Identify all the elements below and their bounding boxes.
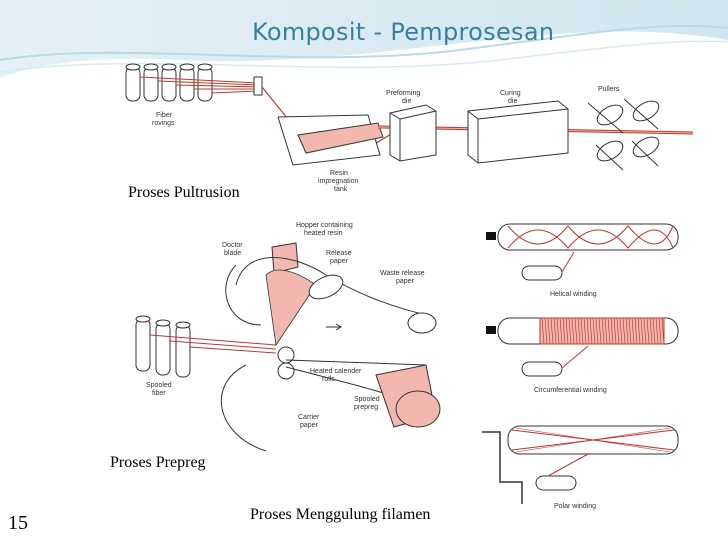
- svg-text:paper: paper: [330, 258, 349, 265]
- caption-prepreg: Proses Prepreg: [110, 454, 206, 471]
- fiber-strands: [139, 76, 259, 94]
- fiber-spools: [125, 63, 213, 102]
- prepreg-diagram: Hopper containing heated resin Doctor bl…: [135, 222, 441, 452]
- release-paper-roll: [308, 274, 437, 334]
- svg-text:Hopper containing: Hopper containing: [296, 222, 353, 229]
- svg-text:tank: tank: [334, 186, 348, 193]
- svg-text:Spooled: Spooled: [146, 382, 172, 389]
- svg-text:rovings: rovings: [152, 120, 175, 127]
- filament-winding-diagram: Helical winding Circumferential winding …: [482, 223, 679, 510]
- svg-text:prepreg: prepreg: [354, 404, 378, 411]
- svg-text:heated resin: heated resin: [304, 230, 343, 237]
- svg-text:fiber: fiber: [152, 390, 166, 397]
- svg-text:Resin: Resin: [330, 170, 348, 177]
- svg-text:Waste release: Waste release: [380, 270, 425, 277]
- svg-text:Release: Release: [326, 250, 352, 257]
- svg-text:Polar winding: Polar winding: [554, 503, 596, 510]
- page-number: 15: [8, 512, 28, 534]
- svg-text:rolls: rolls: [322, 376, 335, 383]
- slide-title: Komposit - Pemprosesan: [252, 18, 555, 46]
- svg-text:Heated calender: Heated calender: [310, 368, 362, 375]
- svg-text:Preforming: Preforming: [386, 90, 420, 97]
- circumferential-winding-figure: [486, 317, 679, 377]
- svg-text:Doctor: Doctor: [222, 242, 243, 249]
- header-swoosh-decoration: [0, 0, 728, 78]
- svg-text:die: die: [508, 98, 517, 105]
- preforming-die: [389, 104, 437, 162]
- curing-die: [467, 100, 569, 164]
- pultrusion-diagram: Fiber rovings Preforming die Curing die …: [125, 63, 694, 193]
- spooled-fiber: [135, 315, 191, 378]
- pullers: [587, 98, 660, 171]
- resin-tank: [277, 114, 384, 166]
- svg-text:Circumferential winding: Circumferential winding: [534, 387, 607, 394]
- svg-text:die: die: [402, 98, 411, 105]
- guide-plate: [253, 76, 263, 96]
- svg-text:Carrier: Carrier: [298, 414, 320, 421]
- svg-text:Helical winding: Helical winding: [550, 291, 597, 298]
- svg-text:Fiber: Fiber: [156, 112, 173, 119]
- svg-text:Pullers: Pullers: [598, 86, 620, 93]
- svg-text:impregnation: impregnation: [318, 178, 359, 185]
- svg-text:paper: paper: [396, 278, 415, 285]
- calender-rolls: [277, 346, 295, 380]
- polar-winding-figure: [482, 425, 679, 504]
- spooled-prepreg: [375, 364, 441, 428]
- caption-pultrusion: Proses Pultrusion: [128, 184, 240, 201]
- caption-filament-winding: Proses Menggulung filamen: [250, 506, 431, 523]
- helical-winding-figure: [486, 223, 679, 281]
- svg-text:paper: paper: [300, 422, 319, 429]
- svg-text:blade: blade: [224, 250, 241, 257]
- svg-text:Spooled: Spooled: [354, 396, 380, 403]
- svg-text:Curing: Curing: [500, 90, 521, 97]
